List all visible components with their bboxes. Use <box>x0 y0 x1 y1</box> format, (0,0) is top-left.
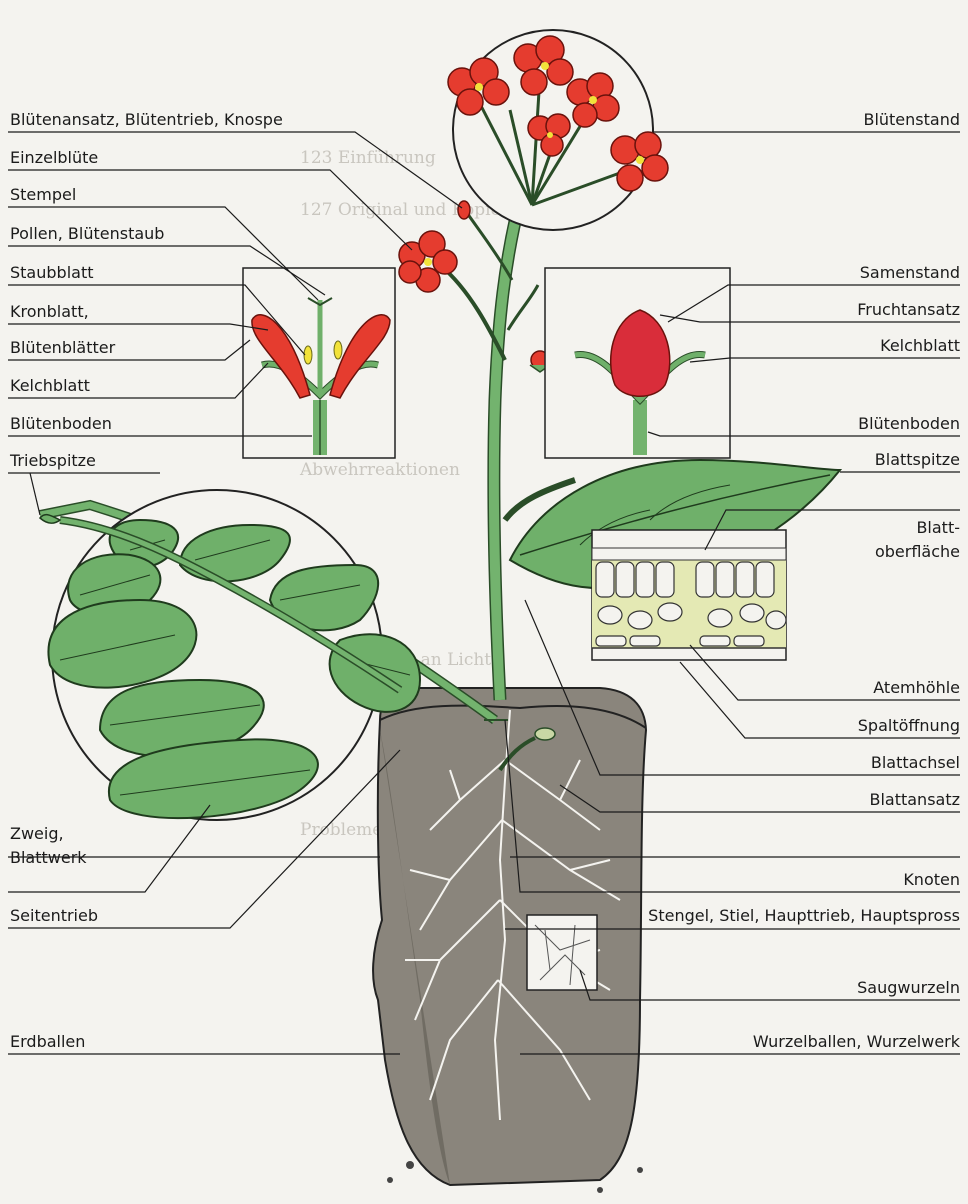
label-blattoberflaeche-1: Blatt- <box>916 518 960 538</box>
label-erdballen: Erdballen <box>10 1032 85 1052</box>
label-blattoberflaeche-2: oberfläche <box>875 542 960 562</box>
label-saugwurzeln: Saugwurzeln <box>857 978 960 998</box>
root-ball <box>373 688 646 1193</box>
label-seitentrieb: Seitentrieb <box>10 906 98 926</box>
label-atemhoehle: Atemhöhle <box>873 678 960 698</box>
label-blattansatz: Blattansatz <box>869 790 960 810</box>
flower-section-inset <box>243 268 395 458</box>
leaf-cross-section <box>592 530 786 660</box>
inflorescence-circle <box>448 30 668 230</box>
label-triebspitze: Triebspitze <box>10 451 96 471</box>
label-staubblatt: Staubblatt <box>10 263 93 283</box>
label-wurzelballen: Wurzelballen, Wurzelwerk <box>753 1032 960 1052</box>
label-zweig-1: Zweig, <box>10 824 64 844</box>
label-zweig-2: Blattwerk <box>10 848 87 868</box>
label-pollen: Pollen, Blütenstaub <box>10 224 164 244</box>
fruit-section-inset <box>545 268 730 458</box>
label-kronblatt-1: Kronblatt, <box>10 302 89 322</box>
label-stempel: Stempel <box>10 185 76 205</box>
label-spaltoeffnung: Spaltöffnung <box>858 716 960 736</box>
label-stengel: Stengel, Stiel, Haupttrieb, Hauptspross <box>648 906 960 926</box>
label-samenstand: Samenstand <box>860 263 960 283</box>
label-bluetenboden-left: Blütenboden <box>10 414 112 434</box>
label-bluetenstand: Blütenstand <box>863 110 960 130</box>
label-kelchblatt-right: Kelchblatt <box>880 336 960 356</box>
label-bluetenansatz: Blütenansatz, Blütentrieb, Knospe <box>10 110 283 130</box>
label-blattachsel: Blattachsel <box>871 753 960 773</box>
foliage-circle <box>40 490 420 820</box>
label-fruchtansatz: Fruchtansatz <box>857 300 960 320</box>
label-blattspitze: Blattspitze <box>875 450 960 470</box>
label-kronblatt-2: Blütenblätter <box>10 338 115 358</box>
label-knoten: Knoten <box>903 870 960 890</box>
label-kelchblatt-left: Kelchblatt <box>10 376 90 396</box>
label-bluetenboden-right: Blütenboden <box>858 414 960 434</box>
label-einzelbluete: Einzelblüte <box>10 148 98 168</box>
